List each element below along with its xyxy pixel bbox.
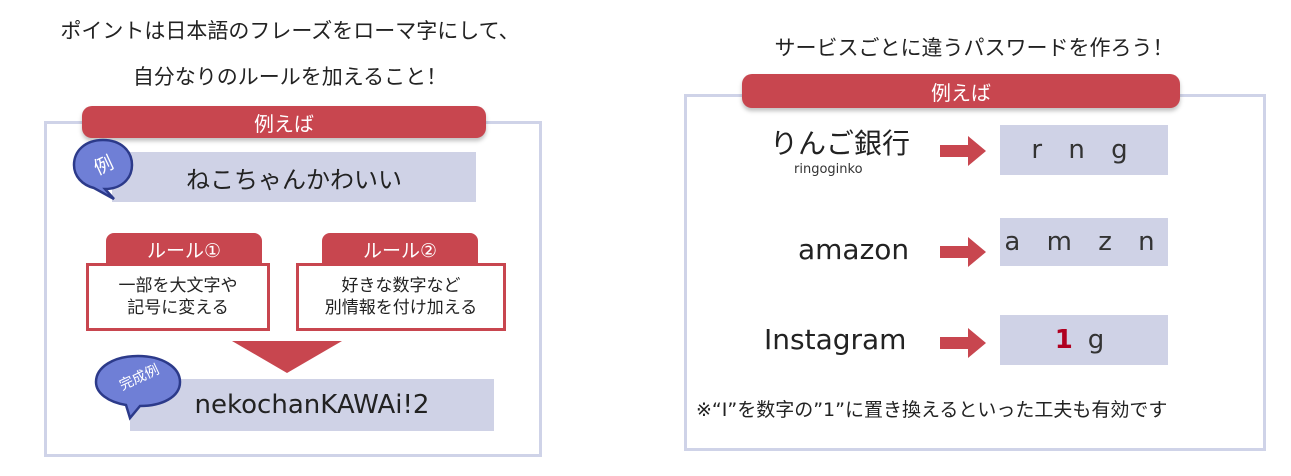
rule1-line2: 記号に変える bbox=[127, 298, 229, 318]
service-ringo-reading: ringoginko bbox=[794, 162, 863, 177]
left-example-tab: 例えば bbox=[82, 106, 486, 138]
service-ringo-bank: りんご銀行 bbox=[770, 127, 911, 160]
password-box-ringo: r n g bbox=[1000, 125, 1168, 175]
right-arrow-icon bbox=[940, 237, 986, 267]
down-triangle-icon bbox=[232, 341, 342, 373]
speech-bubble-icon bbox=[94, 354, 182, 421]
rule2-title: ルール② bbox=[322, 233, 478, 265]
rule2-line2: 別情報を付け加える bbox=[324, 298, 478, 318]
note-text: ※“I”を数字の”1”に置き換えるといった工夫も有効です bbox=[696, 399, 1168, 421]
left-heading-line2: 自分なりのルールを加えること！ bbox=[132, 65, 448, 89]
speech-bubble-icon bbox=[72, 138, 134, 201]
rule1-title: ルール① bbox=[106, 233, 262, 265]
right-arrow-icon bbox=[940, 136, 986, 166]
right-example-tab: 例えば bbox=[742, 74, 1180, 108]
phrase-box: ねこちゃんかわいい bbox=[112, 152, 476, 202]
rule1-line1: 一部を大文字や bbox=[118, 276, 238, 296]
right-heading: サービスごとに違うパスワードを作ろう！ bbox=[774, 36, 1174, 60]
service-instagram: Instagram bbox=[764, 323, 907, 356]
service-amazon: amazon bbox=[798, 233, 910, 266]
rule2-box: 好きな数字など 別情報を付け加える bbox=[296, 263, 506, 331]
rule2-line1: 好きな数字など bbox=[341, 276, 461, 296]
password-box-instagram: 1 g bbox=[1000, 315, 1168, 365]
password-box-amazon: a m z n bbox=[1000, 218, 1168, 266]
password-rest: g bbox=[1087, 325, 1114, 355]
result-box: nekochanKAWAi!2 bbox=[130, 379, 494, 431]
left-heading-line1: ポイントは日本語のフレーズをローマ字にして、 bbox=[60, 19, 520, 43]
rule1-box: 一部を大文字や 記号に変える bbox=[86, 263, 270, 331]
password-highlight-digit: 1 bbox=[1054, 325, 1082, 355]
right-arrow-icon bbox=[940, 328, 986, 358]
